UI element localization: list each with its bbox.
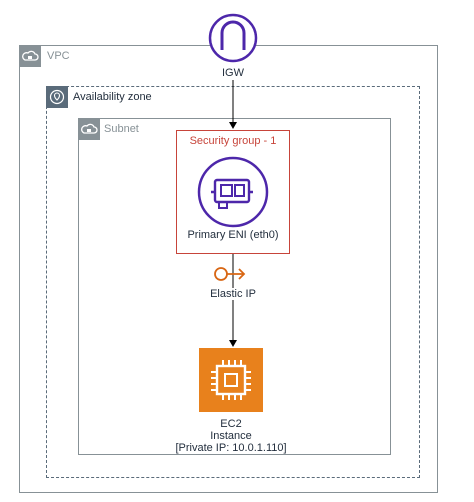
ec2-label-line2: Instance bbox=[210, 430, 252, 442]
availability-zone-label: Availability zone bbox=[73, 91, 152, 103]
subnet-label: Subnet bbox=[104, 123, 139, 135]
subnet-group bbox=[78, 118, 391, 455]
internet-gateway-icon bbox=[208, 13, 258, 63]
map-pin-icon bbox=[46, 86, 68, 108]
ec2-label-line3: [Private IP: 10.0.1.110] bbox=[175, 442, 287, 454]
eni-label: Primary ENI (eth0) bbox=[187, 229, 279, 241]
ec2-label-line1: EC2 bbox=[220, 418, 242, 430]
ec2-chip-icon bbox=[199, 348, 263, 412]
vpc-cloud-icon bbox=[19, 45, 41, 67]
elastic-ip-icon bbox=[214, 267, 246, 281]
subnet-cloud-icon bbox=[78, 118, 100, 140]
igw-label: IGW bbox=[222, 67, 244, 79]
vpc-label: VPC bbox=[47, 50, 70, 62]
security-group-label: Security group - 1 bbox=[189, 135, 277, 147]
ec2-label: EC2 Instance [Private IP: 10.0.1.110] bbox=[163, 418, 299, 454]
elastic-ip-label: Elastic IP bbox=[188, 288, 278, 300]
network-interface-icon bbox=[197, 156, 269, 228]
